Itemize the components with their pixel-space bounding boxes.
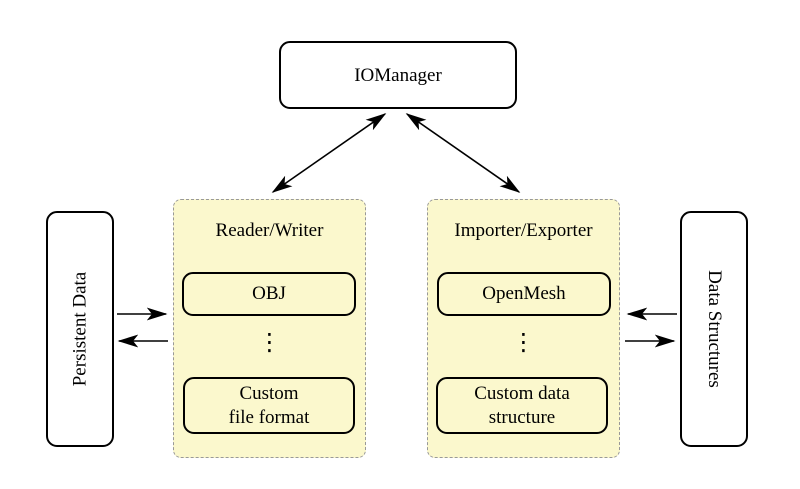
iomanager-label: IOManager [354, 64, 442, 86]
obj-node: OBJ [182, 272, 356, 316]
importer-exporter-panel: Importer/Exporter OpenMesh ⋮ Custom data… [427, 199, 620, 458]
openmesh-node: OpenMesh [437, 272, 611, 316]
custom-file-format-line1: Custom [239, 382, 299, 404]
data-structures-node: Data Structures [680, 211, 748, 447]
openmesh-label: OpenMesh [482, 283, 566, 304]
custom-file-format-line2: file format [228, 406, 310, 428]
data-structures-label: Data Structures [704, 270, 725, 388]
iomanager-readerwriter-double-arrow [271, 113, 387, 193]
persistent-data-label: Persistent Data [69, 271, 91, 387]
iomanager-node: IOManager [279, 41, 517, 109]
vertical-ellipsis: ⋮ [511, 328, 536, 356]
reader-writer-title: Reader/Writer [215, 220, 324, 241]
custom-data-structure-node: Custom data structure [436, 377, 608, 434]
obj-label: OBJ [252, 283, 286, 304]
iomanager-importerexporter-double-arrow [405, 113, 521, 193]
custom-data-structure-line1: Custom data [474, 382, 570, 404]
custom-data-structure-line2: structure [488, 406, 556, 428]
persistent-data-node: Persistent Data [46, 211, 114, 447]
reader-writer-panel: Reader/Writer OBJ ⋮ Custom file format [173, 199, 366, 458]
vertical-ellipsis: ⋮ [257, 328, 282, 356]
importer-exporter-title: Importer/Exporter [454, 220, 593, 241]
custom-file-format-node: Custom file format [183, 377, 355, 434]
